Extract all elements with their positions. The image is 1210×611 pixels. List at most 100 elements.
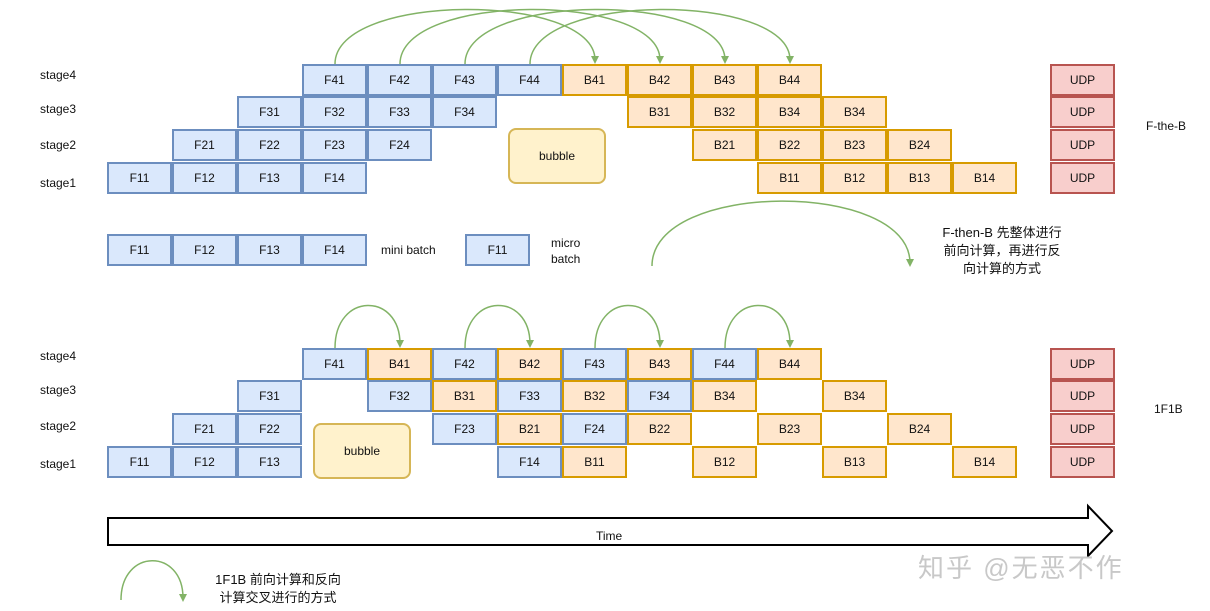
top-cell-B42: B42 bbox=[627, 64, 692, 96]
micro-batch-label-line2: batch bbox=[551, 252, 581, 266]
bottom-cell-B42: B42 bbox=[497, 348, 562, 380]
bottom-cell-B23: B23 bbox=[757, 413, 822, 445]
bottom-cell-F31: F31 bbox=[237, 380, 302, 412]
legend-mini-cell-4: F14 bbox=[302, 234, 367, 266]
top-cell-B23: B23 bbox=[822, 129, 887, 161]
bottom-cell-F11: F11 bbox=[107, 446, 172, 478]
bottom-stage2-label: stage2 bbox=[40, 419, 77, 433]
bottom-cell-B22: B22 bbox=[627, 413, 692, 445]
bottom-cell-B34b: B34 bbox=[822, 380, 887, 412]
bottom-cell-F23: F23 bbox=[432, 413, 497, 445]
top-cell-F44: F44 bbox=[497, 64, 562, 96]
top-cell-F33: F33 bbox=[367, 96, 432, 128]
top-cell-B14: B14 bbox=[952, 162, 1017, 194]
bottom-cell-F13: F13 bbox=[237, 446, 302, 478]
top-cell-B34a: B34 bbox=[757, 96, 822, 128]
top-cell-B41: B41 bbox=[562, 64, 627, 96]
top-cell-B24: B24 bbox=[887, 129, 952, 161]
bottom-cell-F34: F34 bbox=[627, 380, 692, 412]
top-stage4-label: stage4 bbox=[40, 68, 77, 82]
top-cell-F42: F42 bbox=[367, 64, 432, 96]
bottom-stage4-label: stage4 bbox=[40, 349, 77, 363]
legend-mini-cell-2: F12 bbox=[172, 234, 237, 266]
onef1b-note-line1: 1F1B 前向计算和反向 bbox=[215, 572, 341, 587]
top-udp-stage1: UDP bbox=[1050, 162, 1115, 194]
bottom-stage3-label: stage3 bbox=[40, 383, 77, 397]
top-cell-B12: B12 bbox=[822, 162, 887, 194]
bottom-udp-stage1: UDP bbox=[1050, 446, 1115, 478]
top-cell-F24: F24 bbox=[367, 129, 432, 161]
bottom-stage1-label: stage1 bbox=[40, 457, 77, 471]
bottom-arc-F44-B44 bbox=[724, 304, 794, 349]
bottom-cell-B44: B44 bbox=[757, 348, 822, 380]
top-cell-B22: B22 bbox=[757, 129, 822, 161]
top-stage1-label: stage1 bbox=[40, 176, 77, 190]
top-udp-stage2: UDP bbox=[1050, 129, 1115, 161]
top-cell-F31: F31 bbox=[237, 96, 302, 128]
time-label: Time bbox=[596, 529, 623, 543]
top-cell-F23: F23 bbox=[302, 129, 367, 161]
bottom-udp-stage4: UDP bbox=[1050, 348, 1115, 380]
top-cell-B34b: B34 bbox=[822, 96, 887, 128]
top-cell-B44: B44 bbox=[757, 64, 822, 96]
bottom-cell-F21: F21 bbox=[172, 413, 237, 445]
bottom-cell-B32: B32 bbox=[562, 380, 627, 412]
top-arc-F44-B44 bbox=[529, 8, 794, 65]
onef1b-note-line2: 计算交叉进行的方式 bbox=[219, 590, 337, 605]
bottom-cell-F12: F12 bbox=[172, 446, 237, 478]
top-cell-B11: B11 bbox=[757, 162, 822, 194]
bottom-cell-F22: F22 bbox=[237, 413, 302, 445]
top-cell-B21: B21 bbox=[692, 129, 757, 161]
top-udp-stage4: UDP bbox=[1050, 64, 1115, 96]
watermark: 知乎 @无恶不作 bbox=[918, 553, 1124, 583]
top-cell-F41: F41 bbox=[302, 64, 367, 96]
top-side-label: F-the-B bbox=[1146, 119, 1187, 133]
top-udp-stage3: UDP bbox=[1050, 96, 1115, 128]
top-cell-F12: F12 bbox=[172, 162, 237, 194]
bottom-side-label: 1F1B bbox=[1154, 402, 1183, 416]
bottom-cell-F24: F24 bbox=[562, 413, 627, 445]
top-stage2-label: stage2 bbox=[40, 138, 77, 152]
top-cell-B43: B43 bbox=[692, 64, 757, 96]
bottom-cell-F41: F41 bbox=[302, 348, 367, 380]
legend-mini-cell-3: F13 bbox=[237, 234, 302, 266]
fthenb-note-arc bbox=[651, 200, 914, 267]
bottom-arc-F41-B41 bbox=[334, 304, 404, 349]
micro-batch-label-line1: micro bbox=[551, 236, 581, 250]
top-cell-F22: F22 bbox=[237, 129, 302, 161]
top-arc-F43-B43 bbox=[464, 8, 729, 65]
bottom-cell-F42: F42 bbox=[432, 348, 497, 380]
bottom-cell-B11: B11 bbox=[562, 446, 627, 478]
bottom-cell-B12: B12 bbox=[692, 446, 757, 478]
bottom-cell-F33: F33 bbox=[497, 380, 562, 412]
bottom-cell-F14: F14 bbox=[497, 446, 562, 478]
bottom-cell-F44: F44 bbox=[692, 348, 757, 380]
bottom-cell-B14: B14 bbox=[952, 446, 1017, 478]
bottom-cell-B34a: B34 bbox=[692, 380, 757, 412]
top-cell-F34: F34 bbox=[432, 96, 497, 128]
top-arc-F41-B41 bbox=[334, 8, 599, 65]
top-cell-B31: B31 bbox=[627, 96, 692, 128]
top-cell-F14: F14 bbox=[302, 162, 367, 194]
top-cell-F13: F13 bbox=[237, 162, 302, 194]
top-bubble: bubble bbox=[508, 128, 606, 184]
bottom-arc-F43-B43 bbox=[594, 304, 664, 349]
bottom-arc-F42-B42 bbox=[464, 304, 534, 349]
bottom-cell-F43: F43 bbox=[562, 348, 627, 380]
bottom-cell-B31: B31 bbox=[432, 380, 497, 412]
fthenb-note-line2: 前向计算，再进行反 bbox=[943, 243, 1061, 258]
fthenb-note-line3: 向计算的方式 bbox=[962, 261, 1041, 276]
legend-micro-cell: F11 bbox=[465, 234, 530, 266]
bottom-cell-B41: B41 bbox=[367, 348, 432, 380]
top-cell-F32: F32 bbox=[302, 96, 367, 128]
fthenb-note-line1: F-then-B 先整体进行 bbox=[942, 225, 1062, 240]
top-arc-F42-B42 bbox=[399, 8, 664, 65]
bottom-cell-B21: B21 bbox=[497, 413, 562, 445]
mini-batch-label: mini batch bbox=[381, 243, 436, 257]
bottom-cell-B13: B13 bbox=[822, 446, 887, 478]
top-cell-B13: B13 bbox=[887, 162, 952, 194]
bottom-cell-B24: B24 bbox=[887, 413, 952, 445]
top-cell-F43: F43 bbox=[432, 64, 497, 96]
top-cell-B32: B32 bbox=[692, 96, 757, 128]
